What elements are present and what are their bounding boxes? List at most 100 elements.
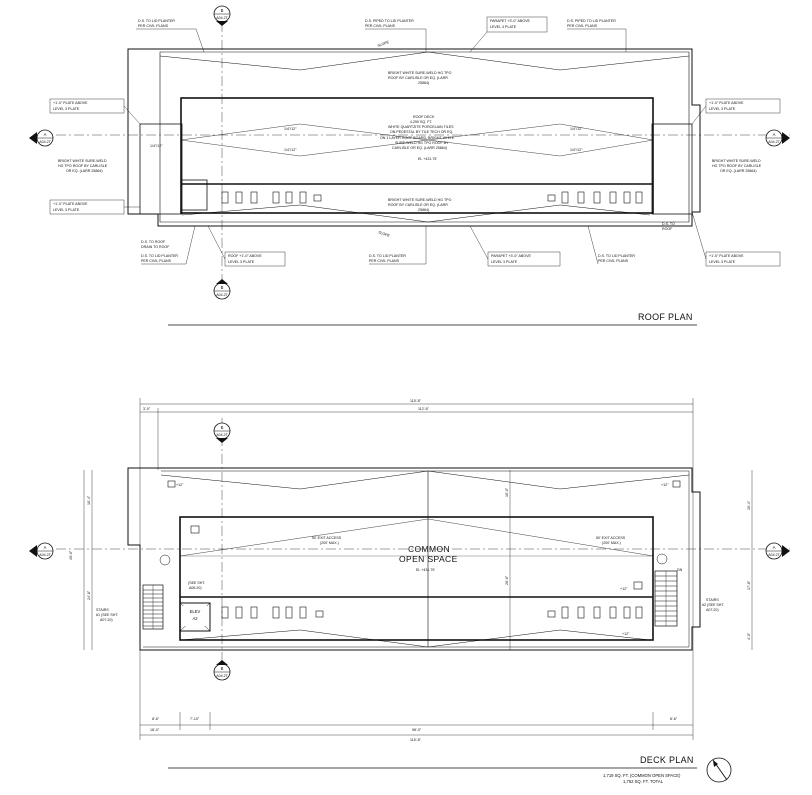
section-sheet: A04.2T [39, 140, 51, 144]
section-marker-a-left: A A04.2T [29, 129, 54, 147]
slope-label-7: 1/4"/12" [150, 144, 163, 148]
stairs-2: DN [654, 553, 683, 627]
dim-v-mid-1: 10'-0" [505, 487, 509, 497]
note-ds-piped: D.S. PIPED TO LID PLANTER [365, 19, 414, 23]
dim-v-mid-2: 26'-6" [505, 575, 509, 585]
stairs-right-1: STAIRS [706, 598, 719, 602]
section-marker-b-top: B A04.2T [213, 5, 231, 26]
note-per-civil-bot-3: PER CIVIL PLANS [598, 259, 629, 263]
section-letter: A [773, 132, 776, 137]
deck-elevation: EL +431.75' [418, 157, 437, 161]
section-marker-b-bottom: B A04.2T [213, 279, 231, 300]
dim-v-right-2: 17'-8" [747, 580, 751, 590]
dim-left-c: 7'-10" [190, 717, 200, 721]
skylight-row [221, 191, 643, 204]
note-per-civil-bot-1: PER CIVIL PLANS [141, 259, 172, 263]
dn-label: DN [677, 568, 683, 572]
deck-plan: 115'-8" 112'-6" 3'-0" ELEV [29, 398, 790, 784]
elev-mark-3: +12" [620, 587, 628, 591]
elev-mark-2: +12" [661, 483, 669, 487]
note-plate-left: +1'-0" PLATE ABOVE [53, 101, 88, 105]
dim-left-a: 18'-0" [150, 728, 160, 732]
deck-label-6: SURE-WELD HG TPO ROOF BY [395, 141, 449, 145]
deck-elevation-label: EL +431.75' [416, 568, 435, 572]
area-total-common: 1,719 SQ. FT. (COMMON OPEN SPACE) [603, 773, 681, 778]
stairs-right-3: A07.20) [706, 608, 719, 612]
section-letter: B [221, 285, 224, 290]
stairs-left-2: #1 (SEE SHT. [96, 613, 118, 617]
note-plate-left-2: +1'-0" PLATE ABOVE [53, 202, 88, 206]
dim-v-left-2: 24'-8" [87, 590, 91, 600]
note-per-civil-1: PER CIVIL PLANS [138, 24, 169, 28]
exit-left-1: 50' EXIT ACCESS [312, 536, 342, 540]
section-sheet: A04.2T [216, 16, 228, 20]
dim-inner-bot: 98'-0" [412, 728, 422, 732]
note-tpo-top-1: BRIGHT WHITE SURE-WELD HG TPO [388, 71, 452, 75]
note-ds-lid-1: D.S. TO LID PLANTER [138, 19, 175, 23]
common-label-2: OPEN SPACE [399, 554, 458, 564]
note-ds-roof-2: DRAIN TO ROOF [141, 245, 170, 249]
deck-section-a-left: A A04.2T [29, 542, 54, 560]
dim-overall-top: 115'-8" [410, 399, 422, 403]
common-label-1: COMMON [408, 544, 450, 554]
note-tpo-right-3: OR EQ. (LARR 25864) [720, 169, 757, 173]
elevator-number: A2 [192, 616, 198, 621]
deck-label-7: CARLISLE OR EQ. (LARR 25864) [392, 146, 447, 150]
deck-label-2: 4,250 SQ. FT. [410, 120, 432, 124]
see-sheet-2: A06.20) [189, 586, 202, 590]
section-letter: A [44, 545, 47, 550]
section-sheet: A04.2T [768, 553, 780, 557]
deck-plan-title: DECK PLAN [640, 755, 694, 765]
north-arrow-icon [706, 757, 732, 783]
slope-label-1: SLOPE [377, 40, 390, 48]
roof-notes: D.S. TO LID PLANTER PER CIVIL PLANS D.S.… [49, 16, 781, 267]
note-per-civil-2: PER CIVIL PLANS [365, 24, 396, 28]
section-sheet: A04.2T [216, 433, 228, 437]
dim-v-right-1: 10'-4" [747, 500, 751, 510]
note-tpo-top-2: ROOF BY CARLISLE OR EQ. (LARR [388, 76, 448, 80]
deck-section-b-bottom: B A04.2T [213, 660, 231, 681]
note-tpo-left-2: HG TPO ROOF BY CARLISLE [58, 164, 108, 168]
dim-left-short: 3'-0" [143, 407, 151, 411]
roof-plan: D.S. TO LID PLANTER PER CIVIL PLANS D.S.… [29, 5, 790, 326]
dim-right-a: 8'-6" [670, 717, 678, 721]
note-level3-bot-right: LEVEL 3 PLATE [709, 260, 736, 264]
stairs-1 [142, 554, 171, 630]
note-level3-top: LEVEL 3 PLATE [490, 25, 517, 29]
slope-label-4: 1/4"/12" [284, 148, 297, 152]
slope-label-6: 1/4"/12" [570, 148, 583, 152]
note-ds-to-roof-r1: D.S. TO [662, 222, 675, 226]
deck-skylight-row [167, 480, 681, 619]
section-sheet: A04.2T [216, 674, 228, 678]
note-tpo-bot-3: 25864) [418, 208, 429, 212]
note-roof-plate-above: ROOF +1'-0" ABOVE [228, 254, 262, 258]
note-tpo-bot-1: BRIGHT WHITE SURE-WELD HG TPO [388, 198, 452, 202]
elevator: ELEV A2 [179, 602, 211, 632]
note-ds-lid-bot-2: D.S. TO LID PLANTER [369, 254, 406, 258]
deck-label-4: ON PEDESTAL BY TILE TECH OR EQ. [390, 130, 453, 134]
note-level3-right: LEVEL 3 PLATE [709, 107, 736, 111]
slope-label-5: 1/4"/12" [570, 127, 583, 131]
note-ds-to-roof-r2: ROOF [662, 227, 673, 231]
dim-inner-top: 112'-6" [418, 407, 430, 411]
note-tpo-left-3: OR EQ. (LARR 25864) [66, 169, 103, 173]
deck-label-5: ON 1 LAYER ROOF BOARD, BRIGHT WHITE [380, 136, 455, 140]
section-letter: B [221, 8, 224, 13]
section-sheet: A04.2T [768, 140, 780, 144]
elev-mark-1: +12" [176, 483, 184, 487]
section-sheet: A04.2T [216, 293, 228, 297]
common-open-space [179, 516, 654, 641]
note-per-civil-bot-2: PER CIVIL PLANS [369, 259, 400, 263]
dim-v-left-1: 10'-4" [87, 495, 91, 505]
note-tpo-right-2: HG TPO ROOF BY CARLISLE [712, 164, 762, 168]
see-sheet-1: (SEE SHT. [188, 581, 205, 585]
section-letter: B [221, 666, 224, 671]
roof-plan-title: ROOF PLAN [638, 312, 693, 322]
section-letter: A [773, 545, 776, 550]
deck-label-3: WHITE QUARTZITE PORCELAIN TILES [388, 125, 454, 129]
note-plate-right: +1'-0" PLATE ABOVE [709, 101, 744, 105]
area-total: 1,752 SQ. FT. TOTAL [623, 779, 664, 784]
exit-left-2: (200' MAX.) [320, 541, 339, 545]
stairs-right-2: #2 (SEE SHT. [702, 603, 724, 607]
